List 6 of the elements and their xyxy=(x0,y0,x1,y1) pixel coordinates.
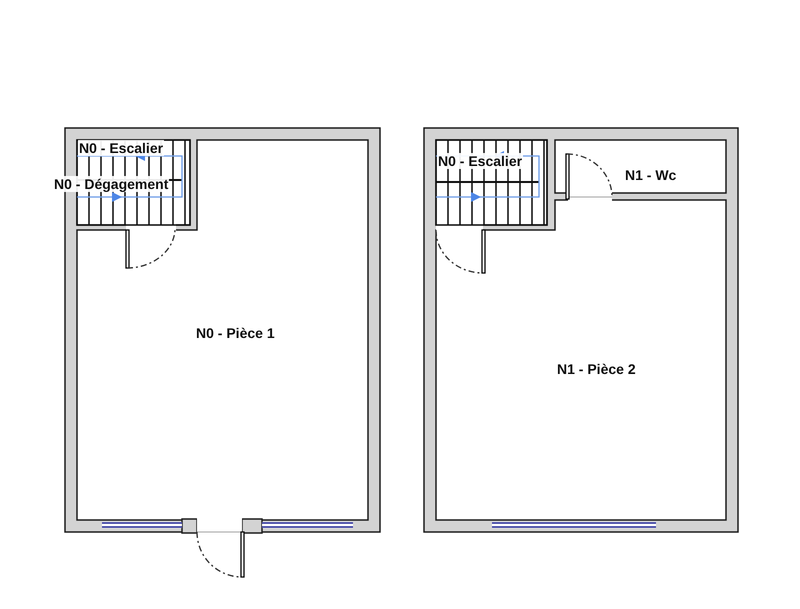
room-label: N1 - Wc xyxy=(624,167,678,183)
room-label: N0 - Pièce 1 xyxy=(195,325,276,341)
room-label: N0 - Dégagement xyxy=(53,176,170,192)
room-label: N0 - Escalier xyxy=(78,140,164,156)
room-label: N0 - Escalier xyxy=(437,153,524,169)
room-label: N1 - Pièce 2 xyxy=(556,361,637,377)
